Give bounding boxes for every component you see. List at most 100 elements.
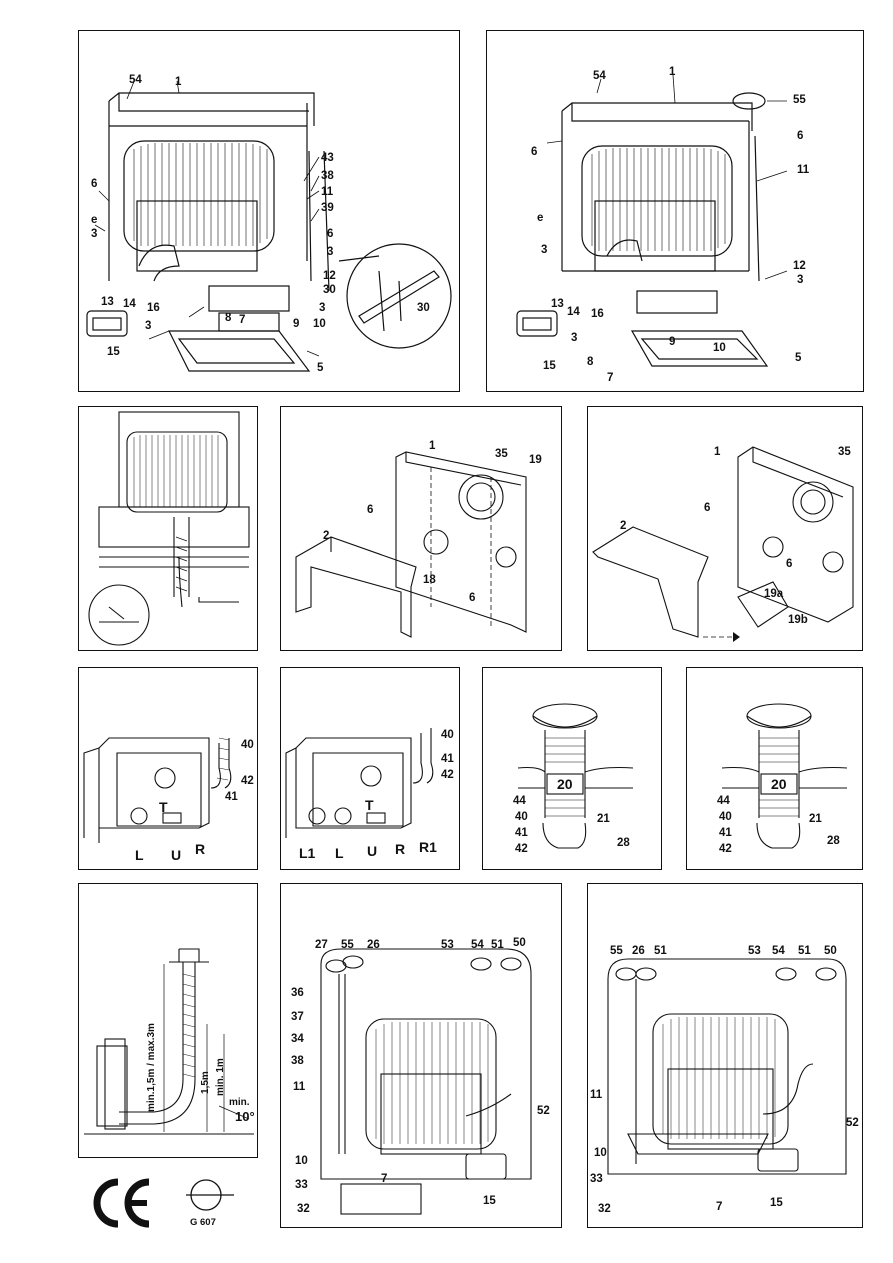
part-label: 44 [513,795,526,807]
exploded-view-panel-1: 54 1 43 38 6 11 39 e 3 6 3 12 30 14 16 1… [78,30,460,392]
angle-label: 10° [235,1109,255,1124]
part-label: 6 [704,502,711,514]
part-label: 10 [713,342,726,354]
part-label: 38 [321,170,334,182]
gas-approval-number: G 607 [190,1217,216,1228]
part-label: 26 [367,939,380,951]
part-label: e [537,212,544,224]
part-label: 43 [321,152,334,164]
part-label: 7 [716,1201,723,1213]
part-label: 55 [341,939,354,951]
part-label: 11 [797,164,810,176]
part-label: 6 [367,504,374,516]
gas-approval-mark: G 607 [184,1178,244,1230]
installation-cutaway-panel [78,406,258,651]
ce-logo-icon [93,1178,150,1228]
part-label: 7 [239,314,246,326]
gas-approval-symbol-icon [186,1179,234,1211]
dimension-label: min. 1m [215,1058,226,1096]
part-label: 33 [590,1173,603,1185]
part-label: 26 [632,945,645,957]
part-label: 3 [145,320,152,332]
mounting-frame-drawing [295,451,527,638]
part-label: 30 [417,302,430,314]
part-label: 38 [291,1055,304,1067]
part-label: 8 [587,356,594,368]
angle-label: min. [229,1097,250,1108]
outlet-label: L [335,845,344,861]
part-label: 16 [591,308,604,320]
part-label: 40 [241,739,254,751]
installed-heater-drawing [607,958,847,1175]
part-label: 14 [567,306,580,318]
outlet-assembly-panel-2: 20 44 40 41 42 21 28 [686,667,863,870]
outlet-label: L1 [299,845,316,861]
outlet-assembly-panel-1: 20 44 40 41 42 21 28 [482,667,662,870]
part-label: 5 [317,362,324,374]
part-label: 33 [295,1179,308,1191]
part-label: 18 [423,574,436,586]
part-label: 12 [323,270,336,282]
outlet-label: R1 [419,839,437,855]
part-label: 6 [531,146,538,158]
part-label: 42 [441,769,454,781]
part-label: 11 [293,1081,306,1093]
dimension-label: min.1,5m / max.3m [146,1023,157,1112]
part-label: 34 [291,1033,304,1045]
outlet-label: R [195,841,206,857]
part-label: 6 [786,558,793,570]
part-label: 6 [327,228,334,240]
installation-cutaway-drawing [88,411,250,646]
part-label: 2 [620,520,627,532]
part-label: 54 [772,945,785,957]
part-label: 15 [107,346,120,358]
part-label: 42 [515,843,528,855]
part-label: 41 [441,753,454,765]
part-label: 9 [669,336,676,348]
part-label: 1 [714,446,721,458]
part-label: 1 [669,66,676,78]
part-label: 3 [571,332,578,344]
duct-connections-panel-2: 40 41 42 T L1 L U R R1 [280,667,460,870]
part-label: 3 [541,244,548,256]
part-label: 11 [590,1089,603,1101]
outlet-label: T [365,797,374,813]
outlet-assembly-drawing [517,703,634,849]
mounting-frame-drawing [592,446,854,642]
outlet-label: T [159,799,168,815]
part-label: 51 [798,945,811,957]
outlet-label: R [395,841,406,857]
installed-view-panel-1: 27 55 26 53 54 51 50 36 37 34 38 11 52 1… [280,883,562,1228]
part-label: 5 [795,352,802,364]
part-label: 3 [91,228,98,240]
part-label: 42 [719,843,732,855]
installed-view-panel-2: 55 26 51 53 54 51 50 11 52 10 33 32 7 15 [587,883,863,1228]
part-label: e [91,214,98,226]
part-label: 2 [323,530,330,542]
part-label: 53 [441,939,454,951]
part-label: 9 [293,318,300,330]
part-label: 39 [321,202,334,214]
dimension-label: 1,5m [200,1071,211,1094]
flue-dimensions-panel: min.1,5m / max.3m 1,5m min. 1m min. 10° [78,883,258,1158]
part-label: 19b [788,614,808,626]
part-label: 50 [824,945,837,957]
part-label: 41 [719,827,732,839]
size-label: 20 [557,776,573,792]
part-label: 28 [617,837,630,849]
part-label: 1 [175,76,182,88]
installed-heater-drawing [320,948,532,1215]
part-label: 52 [537,1105,550,1117]
part-label: 7 [381,1173,388,1185]
part-label: 19a [764,588,784,600]
part-label: 19 [529,454,542,466]
part-label: 8 [225,312,232,324]
flue-dimensions-drawing [84,948,254,1135]
outlet-label: U [171,847,182,863]
part-label: 52 [846,1117,859,1129]
part-label: 53 [748,945,761,957]
part-label: 51 [491,939,504,951]
exploded-view-panel-2: 54 1 55 6 6 11 e 3 12 3 13 14 16 3 8 9 1… [486,30,864,392]
part-label: 6 [797,130,804,142]
part-label: 40 [719,811,732,823]
